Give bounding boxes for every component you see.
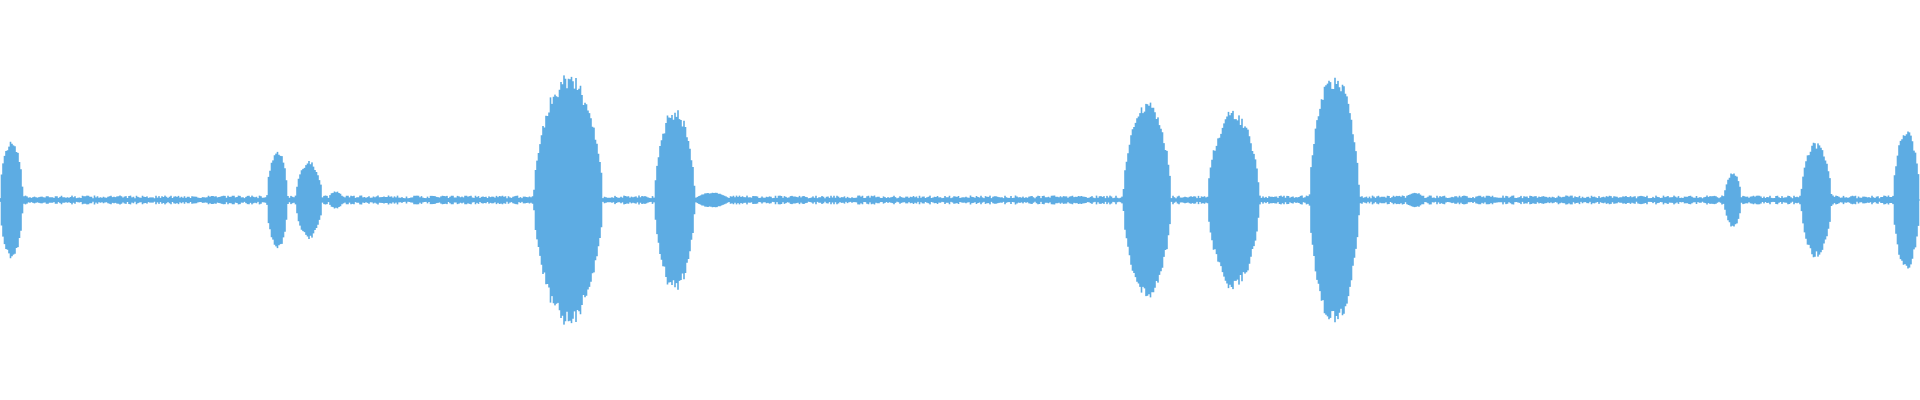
waveform-segment-8	[1123, 99, 1171, 301]
waveform-segment-7	[695, 192, 730, 207]
waveform-segment-3	[296, 160, 323, 239]
waveform-segment-14	[1893, 130, 1920, 271]
waveform-segment-9	[1208, 109, 1260, 291]
waveform-bars	[0, 72, 1920, 328]
waveform-trace	[0, 75, 1920, 325]
waveform-segment-6	[655, 107, 695, 294]
waveform-segment-12	[1724, 172, 1741, 228]
waveform-segment-5	[534, 73, 603, 326]
waveform-segment-1	[0, 137, 23, 262]
waveform-segment-11	[1405, 192, 1424, 207]
waveform-segment-2	[267, 149, 288, 251]
waveform-segment-4	[328, 191, 343, 209]
waveform-segment-13	[1801, 141, 1832, 259]
waveform-segment-10	[1309, 72, 1359, 328]
